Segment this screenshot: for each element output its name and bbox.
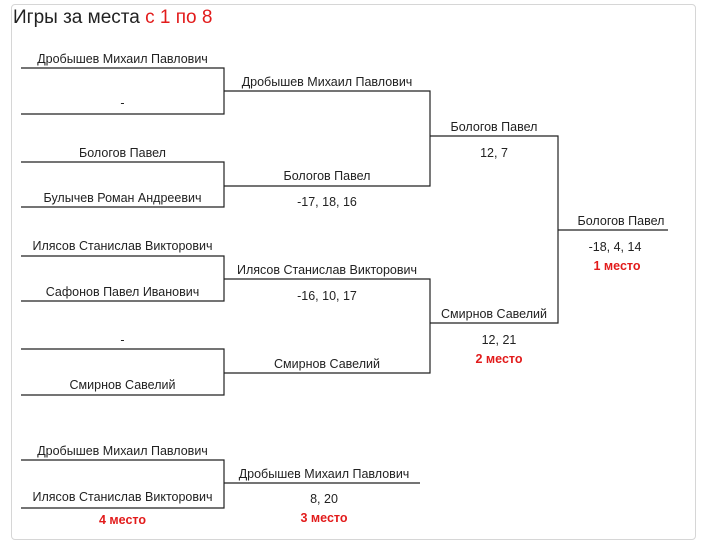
r1-m2-bottom: Булычев Роман Андреевич: [43, 191, 202, 205]
qf-3-score: -16, 10, 17: [297, 289, 357, 303]
sf-2-winner: Смирнов Савелий: [441, 307, 547, 321]
tp-score: 8, 20: [310, 492, 338, 506]
tp-winner: Дробышев Михаил Павлович: [238, 467, 410, 481]
sf-1-score: 12, 7: [480, 146, 508, 160]
second-place-label: 2 место: [475, 352, 523, 366]
qf-3-winner: Илясов Станислав Викторович: [236, 263, 418, 277]
title-prefix: Игры за места: [13, 7, 140, 28]
qf-1-winner: Дробышев Михаил Павлович: [241, 75, 413, 89]
r1-m4-top: -: [120, 333, 125, 347]
page-title: Игры за места с 1 по 8: [13, 7, 212, 29]
qf-2-score: -17, 18, 16: [297, 195, 357, 209]
final-winner: Бологов Павел: [577, 214, 665, 228]
r1-m1-bottom: -: [120, 96, 125, 110]
tp-bottom: Илясов Станислав Викторович: [32, 490, 213, 504]
tp-top: Дробышев Михаил Павлович: [37, 444, 208, 458]
qf-2-winner: Бологов Павел: [283, 169, 371, 183]
sf-1-winner: Бологов Павел: [450, 120, 538, 134]
bracket-panel: [11, 4, 696, 540]
r1-m3-bottom: Сафонов Павел Иванович: [45, 285, 200, 299]
final-score: -18, 4, 14: [588, 240, 642, 254]
sf-2-score: 12, 21: [481, 333, 517, 347]
fourth-place-label: 4 место: [98, 513, 146, 527]
third-place-label: 3 место: [300, 511, 348, 525]
r1-m4-bottom: Смирнов Савелий: [69, 378, 176, 392]
first-place-label: 1 место: [593, 259, 641, 273]
qf-4-winner: Смирнов Савелий: [274, 357, 380, 371]
r1-m3-top: Илясов Станислав Викторович: [32, 239, 213, 253]
title-range: с 1 по 8: [145, 7, 213, 28]
r1-m2-top: Бологов Павел: [79, 146, 166, 160]
r1-m1-top: Дробышев Михаил Павлович: [37, 52, 208, 66]
